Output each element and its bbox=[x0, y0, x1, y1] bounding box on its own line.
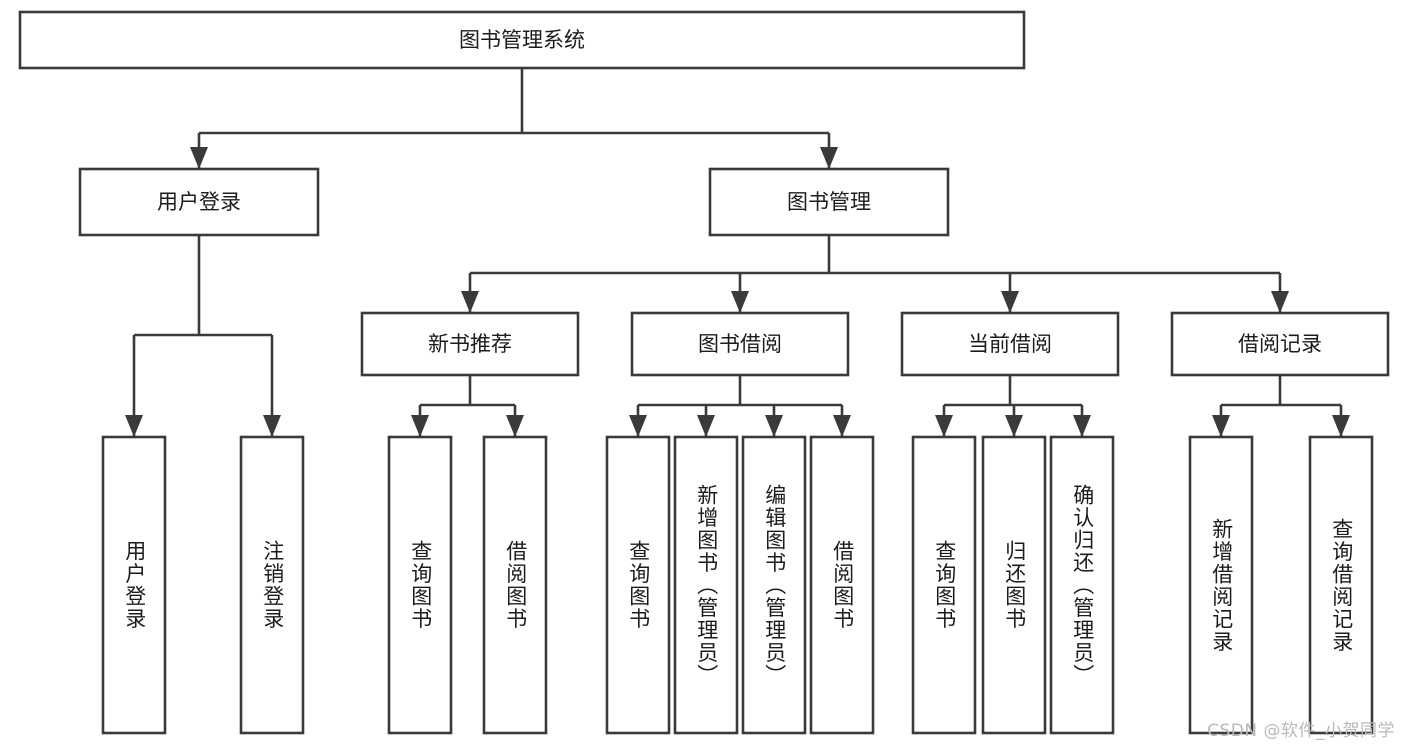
node-leaf-add-record-box[interactable] bbox=[1188, 435, 1254, 735]
node-leaf-confirm-return-box[interactable] bbox=[1049, 435, 1115, 735]
node-leaf-user-logout-box[interactable] bbox=[239, 435, 305, 735]
arrow-head-icon bbox=[629, 415, 647, 437]
node-root-box[interactable] bbox=[18, 10, 1026, 70]
arrow-head-icon bbox=[1005, 415, 1023, 437]
arrow-head-icon bbox=[1271, 291, 1289, 313]
node-borrow-record-box[interactable] bbox=[1170, 311, 1390, 377]
arrow-head-icon bbox=[731, 291, 749, 313]
arrow-head-icon bbox=[1212, 415, 1230, 437]
arrow-head-icon bbox=[765, 415, 783, 437]
node-book-manage-box[interactable] bbox=[708, 167, 950, 237]
node-leaf-borrow-book-1-box[interactable] bbox=[482, 435, 548, 735]
csdn-watermark: CSDN @软件_小贺同学 bbox=[1207, 721, 1395, 741]
node-leaf-edit-book-box[interactable] bbox=[741, 435, 807, 735]
node-user-login-label: 用户登录 bbox=[157, 190, 241, 214]
node-leaf-query-record-box[interactable] bbox=[1308, 435, 1374, 735]
arrow-head-icon bbox=[506, 415, 524, 437]
arrow-head-icon bbox=[263, 415, 281, 437]
node-borrow-record-label: 借阅记录 bbox=[1238, 332, 1322, 356]
node-leaf-query-book-1-box[interactable] bbox=[387, 435, 453, 735]
arrow-head-icon bbox=[1332, 415, 1350, 437]
node-new-book-recommend-label: 新书推荐 bbox=[428, 332, 512, 356]
connectors-layer bbox=[125, 68, 1350, 437]
node-leaf-borrow-book-2-box[interactable] bbox=[809, 435, 875, 735]
arrow-head-icon bbox=[1073, 415, 1091, 437]
node-leaf-return-book-box[interactable] bbox=[981, 435, 1047, 735]
arrow-head-icon bbox=[461, 291, 479, 313]
node-leaf-add-book-box[interactable] bbox=[673, 435, 739, 735]
node-current-borrow-label: 当前借阅 bbox=[968, 332, 1052, 356]
node-book-manage-label: 图书管理 bbox=[787, 190, 871, 214]
node-leaf-query-book-2-box[interactable] bbox=[605, 435, 671, 735]
node-current-borrow-box[interactable] bbox=[900, 311, 1120, 377]
node-leaf-user-login-box[interactable] bbox=[101, 435, 167, 735]
node-leaf-query-book-3-box[interactable] bbox=[911, 435, 977, 735]
arrow-head-icon bbox=[935, 415, 953, 437]
arrow-head-icon bbox=[833, 415, 851, 437]
arrow-head-icon bbox=[411, 415, 429, 437]
node-new-book-recommend-box[interactable] bbox=[360, 311, 580, 377]
arrow-head-icon bbox=[820, 147, 838, 169]
arrow-head-icon bbox=[190, 147, 208, 169]
arrow-head-icon bbox=[697, 415, 715, 437]
arrow-head-icon bbox=[1001, 291, 1019, 313]
boxes-layer bbox=[18, 10, 1390, 735]
arrow-head-icon bbox=[125, 415, 143, 437]
node-root-label: 图书管理系统 bbox=[459, 28, 585, 52]
node-book-borrow-box[interactable] bbox=[630, 311, 850, 377]
node-book-borrow-label: 图书借阅 bbox=[698, 332, 782, 356]
node-user-login-box[interactable] bbox=[78, 167, 320, 237]
